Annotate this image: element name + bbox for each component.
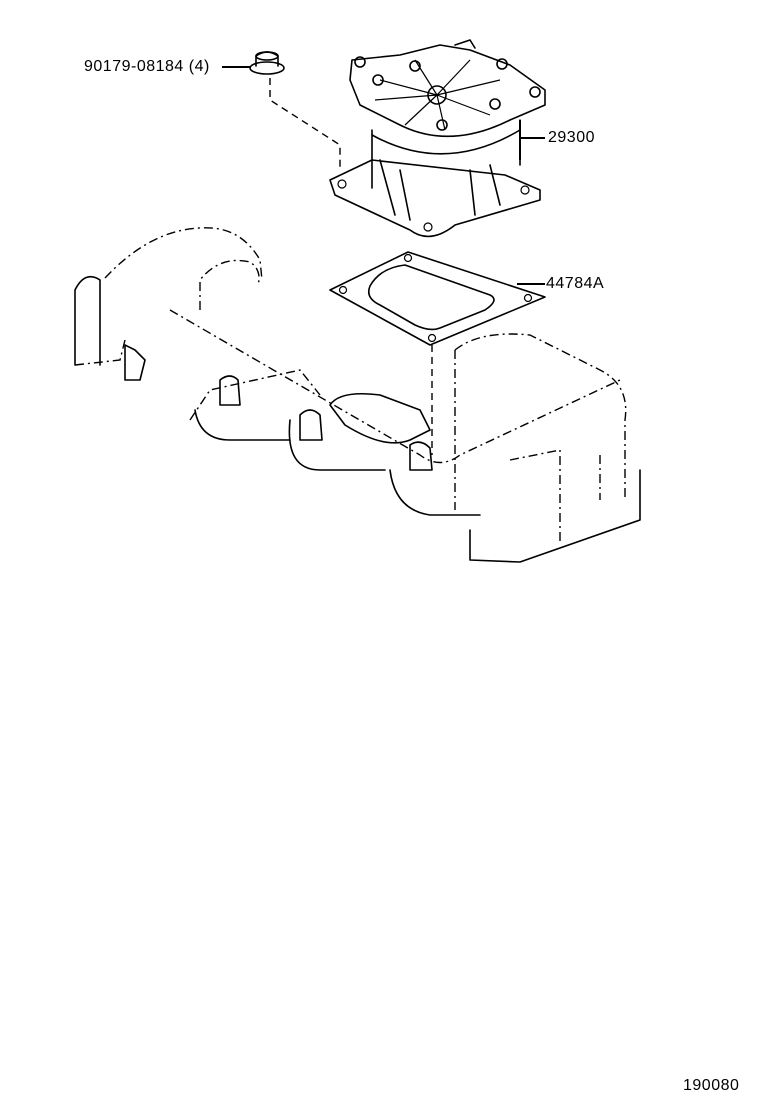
dashed-alignment-nut <box>269 78 341 170</box>
figure-number: 190080 <box>683 1077 740 1094</box>
label-vacuum-pump-part-number: 29300 <box>548 129 595 146</box>
gasket-icon <box>329 251 546 346</box>
vacuum-pump-icon <box>329 39 546 238</box>
leader-line-pump <box>519 120 545 160</box>
nut-icon <box>249 51 285 75</box>
label-nut-part-number: 90179-08184 (4) <box>84 58 210 75</box>
intake-manifold-icon <box>74 227 641 563</box>
label-gasket-part-number: 44784A <box>546 275 605 292</box>
